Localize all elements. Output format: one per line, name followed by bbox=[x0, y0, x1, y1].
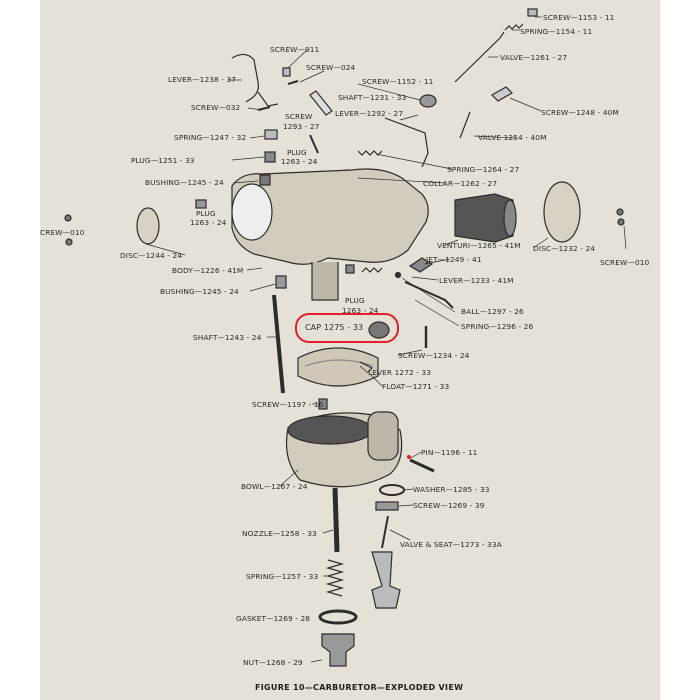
label-bushing-1245-bottom: BUSHING—1245 - 24 bbox=[160, 287, 239, 296]
label-spring-1257: SPRING—1257 - 33 bbox=[246, 572, 319, 581]
label-gasket-1269: GASKET—1269 - 28 bbox=[236, 614, 311, 623]
label-lever-1292: LEVER—1292 - 27 bbox=[335, 109, 404, 118]
label-venturi-1265: VENTURI—1265 - 41M bbox=[437, 241, 521, 250]
label-valve-seat-1273: VALVE & SEAT—1273 - 33A bbox=[400, 540, 502, 549]
valve-1261-rod bbox=[454, 37, 501, 83]
label-bowl-1267: BOWL—1267 - 24 bbox=[241, 482, 308, 491]
label-collar-1262: COLLAR—1262 - 27 bbox=[423, 179, 498, 188]
label-plug-1263-mid-a: PLUG bbox=[345, 296, 365, 305]
label-screw-1293-b: 1293 - 27 bbox=[283, 122, 320, 131]
label-lever-1233: LEVER—1233 - 41M bbox=[439, 276, 514, 285]
label-screw-1248: SCREW—1248 - 40M bbox=[541, 108, 619, 117]
red-marker-dot bbox=[407, 455, 411, 459]
spring-1264-part bbox=[357, 150, 383, 156]
float-1271-part bbox=[297, 347, 379, 387]
bushing-1245-bottom-part bbox=[275, 275, 287, 289]
label-screw-1197: SCREW—1197 - 16 bbox=[252, 400, 324, 409]
label-plug-1251: PLUG—1251 - 33 bbox=[131, 156, 195, 165]
ball-1297-part bbox=[394, 271, 402, 279]
label-spring-1247: SPRING—1247 - 32 bbox=[174, 133, 247, 142]
nut-1268-part bbox=[321, 633, 355, 667]
label-lever-1238: LEVER—1238 - 37 bbox=[168, 75, 237, 84]
label-screw-032: SCREW—032 bbox=[191, 103, 241, 112]
lever-1238-part bbox=[231, 53, 259, 103]
bushing-1245-top-part bbox=[259, 174, 271, 186]
screw-010-left-part bbox=[64, 214, 72, 222]
screw-1153-part bbox=[527, 8, 538, 17]
label-spring-1154: SPRING—1154 - 11 bbox=[520, 27, 593, 36]
figure-caption: FIGURE 10—CARBURETOR—EXPLODED VIEW bbox=[255, 683, 464, 692]
plug-1263-mid-part bbox=[345, 264, 355, 274]
label-shaft-1231: SHAFT—1231 - 33 bbox=[338, 93, 407, 102]
label-shaft-1243: SHAFT—1243 - 24 bbox=[193, 333, 262, 342]
pin-1196-part bbox=[409, 458, 435, 473]
gasket-1269-part bbox=[318, 609, 358, 625]
valve-seat-1273-part bbox=[381, 515, 389, 549]
label-disc-1232: DISC—1232 - 24 bbox=[533, 244, 596, 253]
label-plug-1263-top-b: 1263 - 24 bbox=[281, 157, 318, 166]
lever-1272-part bbox=[359, 361, 374, 373]
shaft-1243-part bbox=[272, 294, 285, 394]
screw-1293-part bbox=[309, 134, 319, 154]
disc-1232-part bbox=[543, 181, 581, 243]
label-washer-1285: WASHER—1285 - 33 bbox=[413, 485, 490, 494]
label-lever-1272: LEVER 1272 - 33 bbox=[368, 368, 432, 377]
label-spring-1264: SPRING—1264 - 27 bbox=[447, 165, 520, 174]
spring-1257-part bbox=[325, 559, 345, 597]
plug-1263-left-part bbox=[195, 199, 207, 209]
lever-1233-part bbox=[404, 281, 454, 309]
label-bushing-1245-top: BUSHING—1245 - 24 bbox=[145, 178, 224, 187]
label-disc-1244: DISC—1244 - 24 bbox=[120, 251, 183, 260]
label-plug-1263-top-a: PLUG bbox=[287, 148, 307, 157]
label-nut-1268: NUT—1268 - 29 bbox=[243, 658, 303, 667]
screw-024-part bbox=[287, 80, 299, 85]
spring-1247-part bbox=[264, 129, 278, 140]
washer-1285-part bbox=[379, 484, 405, 496]
label-valve-1261: VALVE—1261 - 27 bbox=[500, 53, 568, 62]
label-screw-024: SCREW—024 bbox=[306, 63, 356, 72]
label-jet-1249: JET—1249 - 41 bbox=[426, 255, 482, 264]
label-body-1226: BODY—1226 - 41M bbox=[172, 266, 244, 275]
screw-1197-part bbox=[318, 398, 328, 410]
label-screw-1153: SCREW—1153 - 11 bbox=[543, 13, 615, 22]
label-nozzle-1258: NOZZLE—1258 - 33 bbox=[242, 529, 317, 538]
label-pin-1196: PIN—1196 - 11 bbox=[421, 448, 478, 457]
valve-1254-rod bbox=[459, 111, 471, 139]
plug-1251-part bbox=[264, 151, 276, 163]
label-cap-1275: CAP 1275 - 33 bbox=[305, 323, 364, 332]
label-screw-1152: SCREW—1152 - 11 bbox=[362, 77, 434, 86]
body-1226-part bbox=[231, 168, 429, 265]
screw-1248-part bbox=[491, 86, 513, 102]
label-valve-1254: VALVE 1254 - 40M bbox=[478, 133, 547, 142]
label-float-1271: FLOAT—1271 - 33 bbox=[382, 382, 450, 391]
label-screw-1269: SCREW—1269 - 39 bbox=[413, 501, 485, 510]
screw-011-part bbox=[282, 67, 291, 77]
label-screw-1234: SCREW—1234 - 24 bbox=[398, 351, 470, 360]
nozzle-1258-part bbox=[332, 487, 340, 553]
label-screw-010-left: CREW—010 bbox=[40, 228, 85, 237]
label-plug-1263-mid-b: 1263 - 24 bbox=[342, 306, 379, 315]
label-screw-011-top: SCREW—011 bbox=[270, 45, 320, 54]
label-plug-1263-left-a: PLUG bbox=[196, 209, 216, 218]
label-screw-1293-a: SCREW bbox=[285, 112, 313, 121]
label-screw-010-right: SCREW—010 bbox=[600, 258, 650, 267]
spring-1296-part bbox=[361, 267, 383, 273]
screw-010-right-part bbox=[616, 208, 624, 216]
label-ball-1297: BALL—1297 - 26 bbox=[461, 307, 524, 316]
disc-1244-part bbox=[136, 207, 160, 245]
label-spring-1296: SPRING—1296 - 26 bbox=[461, 322, 534, 331]
lever-1292-part bbox=[384, 117, 429, 168]
spring-1154-part bbox=[504, 23, 524, 31]
shaft-1231-part bbox=[309, 90, 333, 116]
venturi-1265-part bbox=[454, 193, 514, 243]
cap-highlight-circle bbox=[295, 313, 399, 343]
jet-1249-part bbox=[408, 257, 434, 273]
label-plug-1263-left-b: 1263 - 24 bbox=[190, 218, 227, 227]
screw-1269-part bbox=[375, 501, 399, 511]
screw-1152-part bbox=[419, 94, 437, 108]
